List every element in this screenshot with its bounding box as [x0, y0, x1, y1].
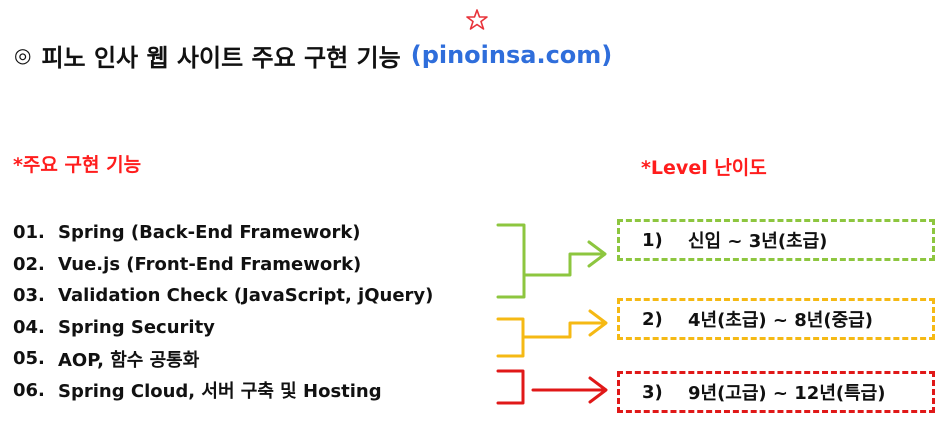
feature-text: AOP, 함수 공통화 — [58, 349, 200, 371]
feature-text: Vue.js (Front-End Framework) — [58, 253, 362, 275]
title-text: 피노 인사 웹 사이트 주요 구현 기능 — [41, 43, 401, 72]
level-text: 4년(초급) ~ 8년(중급) — [688, 310, 873, 331]
feature-text: Spring Security — [58, 316, 215, 338]
level-box-senior: 3) 9년(고급) ~ 12년(특급) — [617, 371, 935, 413]
feature-item: 03. Validation Check (JavaScript, jQuery… — [13, 280, 433, 312]
feature-number: 06. — [13, 379, 45, 401]
feature-number: 04. — [13, 316, 45, 338]
site-url: (pinoinsa.com) — [410, 41, 613, 69]
feature-number: 01. — [13, 222, 45, 244]
green-bracket-connector — [496, 223, 607, 299]
level-box-intermediate: 2) 4년(초급) ~ 8년(중급) — [617, 298, 935, 340]
level-index: 3) — [642, 381, 663, 403]
feature-item: 05. AOP, 함수 공통화 — [13, 343, 433, 375]
level-box-junior: 1) 신입 ~ 3년(초급) — [617, 219, 935, 261]
feature-text: Validation Check (JavaScript, jQuery) — [58, 285, 434, 307]
feature-number: 05. — [13, 348, 45, 370]
page-title: ◎ 피노 인사 웹 사이트 주요 구현 기능 (pinoinsa.com) — [14, 38, 612, 72]
feature-item: 04. Spring Security — [13, 312, 433, 344]
feature-text: Spring (Back-End Framework) — [58, 222, 361, 244]
features-section-label: *주요 구현 기능 — [13, 154, 142, 176]
red-bracket-connector — [496, 369, 608, 405]
level-text: 9년(고급) ~ 12년(특급) — [688, 383, 886, 404]
star-icon — [466, 9, 488, 30]
feature-item: 01. Spring (Back-End Framework) — [13, 217, 433, 249]
yellow-bracket-connector — [496, 309, 608, 358]
level-text: 신입 ~ 3년(초급) — [688, 231, 828, 252]
double-circle-bullet: ◎ — [14, 43, 32, 67]
feature-number: 02. — [13, 253, 45, 275]
feature-item: 02. Vue.js (Front-End Framework) — [13, 249, 433, 281]
feature-number: 03. — [13, 285, 45, 307]
feature-item: 06. Spring Cloud, 서버 구축 및 Hosting — [13, 375, 433, 407]
level-section-label: *Level 난이도 — [641, 157, 767, 179]
feature-list: 01. Spring (Back-End Framework) 02. Vue.… — [13, 217, 433, 406]
level-index: 2) — [642, 308, 663, 330]
feature-text: Spring Cloud, 서버 구축 및 Hosting — [58, 381, 382, 403]
level-index: 1) — [642, 229, 663, 251]
